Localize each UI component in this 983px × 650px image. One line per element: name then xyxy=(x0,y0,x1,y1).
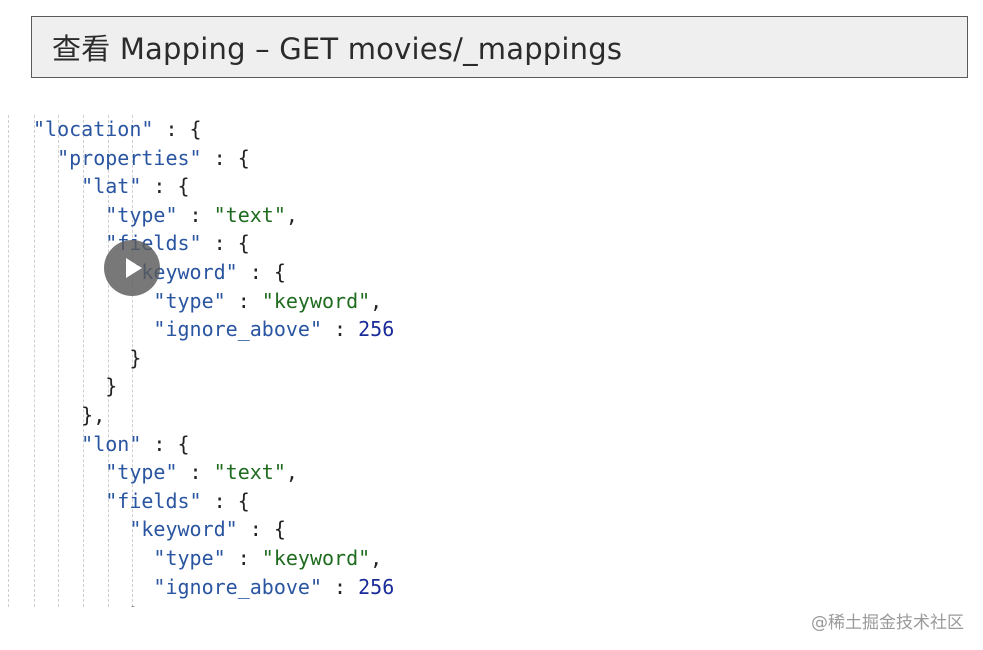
code-token: : { xyxy=(201,231,250,256)
code-token: "type" xyxy=(33,288,226,313)
code-line: } xyxy=(33,372,117,401)
code-token: : xyxy=(225,546,262,570)
code-token: : { xyxy=(201,145,250,170)
code-token: : xyxy=(177,202,214,227)
watermark: @稀土掘金技术社区 xyxy=(811,613,964,633)
slide-title: 查看 Mapping – GET movies/_mappings xyxy=(52,32,623,66)
video-play-button[interactable] xyxy=(104,240,160,296)
code-line: "lon" : { xyxy=(33,430,190,459)
code-token: 256 xyxy=(358,574,395,599)
code-token: "text" xyxy=(213,460,286,485)
code-token: "keyword" xyxy=(33,517,238,542)
code-line: } xyxy=(33,344,141,373)
code-token: "text" xyxy=(213,202,286,227)
code-line: "ignore_above" : 256 xyxy=(33,573,394,602)
code-token: "properties" xyxy=(33,145,202,170)
code-token: : { xyxy=(141,431,190,456)
play-icon xyxy=(126,258,142,278)
code-line: } xyxy=(33,601,141,607)
code-line: "type" : "keyword", xyxy=(33,287,382,316)
code-token: }, xyxy=(33,403,106,427)
code-token: , xyxy=(370,546,383,570)
code-line: }, xyxy=(33,401,105,430)
code-line: "location" : { xyxy=(33,115,202,144)
code-token: } xyxy=(33,374,118,399)
code-token: , xyxy=(370,288,383,313)
code-token: : { xyxy=(201,488,250,513)
code-token: "keyword" xyxy=(261,546,371,570)
code-token: "type" xyxy=(33,202,178,227)
code-token: "keyword" xyxy=(261,288,371,313)
code-line: "ignore_above" : 256 xyxy=(33,315,394,344)
code-token: , xyxy=(285,202,298,227)
code-token: , xyxy=(285,460,298,485)
indent-guide xyxy=(83,115,84,607)
code-token: } xyxy=(33,345,142,370)
code-line: "keyword" : { xyxy=(33,515,286,544)
code-token: : { xyxy=(237,517,286,542)
code-token: "fields" xyxy=(33,488,202,513)
indent-guide xyxy=(108,115,109,607)
code-token: 256 xyxy=(358,317,395,342)
indent-guide xyxy=(58,115,59,607)
indent-guide xyxy=(132,115,133,607)
code-token: "lon" xyxy=(33,431,142,456)
code-line: "type" : "text", xyxy=(33,201,298,230)
code-token: } xyxy=(33,603,141,607)
code-token: : xyxy=(225,288,262,313)
code-token: : xyxy=(321,317,359,342)
slide-title-box: 查看 Mapping – GET movies/_mappings xyxy=(31,16,968,78)
code-token: : { xyxy=(153,117,202,141)
code-line: "type" : "keyword", xyxy=(33,544,382,573)
indent-guide xyxy=(34,115,35,607)
code-line: "properties" : { xyxy=(33,144,250,173)
code-token: "lat" xyxy=(33,174,142,199)
code-token: "ignore_above" xyxy=(33,317,322,342)
code-token: "location" xyxy=(33,117,154,141)
code-line: "fields" : { xyxy=(33,487,250,516)
code-token: "ignore_above" xyxy=(33,574,322,599)
code-line: "type" : "text", xyxy=(33,458,298,487)
code-token: "type" xyxy=(33,546,226,570)
code-line: "lat" : { xyxy=(33,172,190,201)
code-token: : xyxy=(321,574,359,599)
code-token: : { xyxy=(237,260,286,284)
code-block: "location" : { "properties" : { "lat" : … xyxy=(8,115,708,607)
code-token: : xyxy=(177,460,214,485)
code-token: "type" xyxy=(33,460,178,485)
indent-guide xyxy=(8,115,9,607)
code-token: : { xyxy=(141,174,190,199)
